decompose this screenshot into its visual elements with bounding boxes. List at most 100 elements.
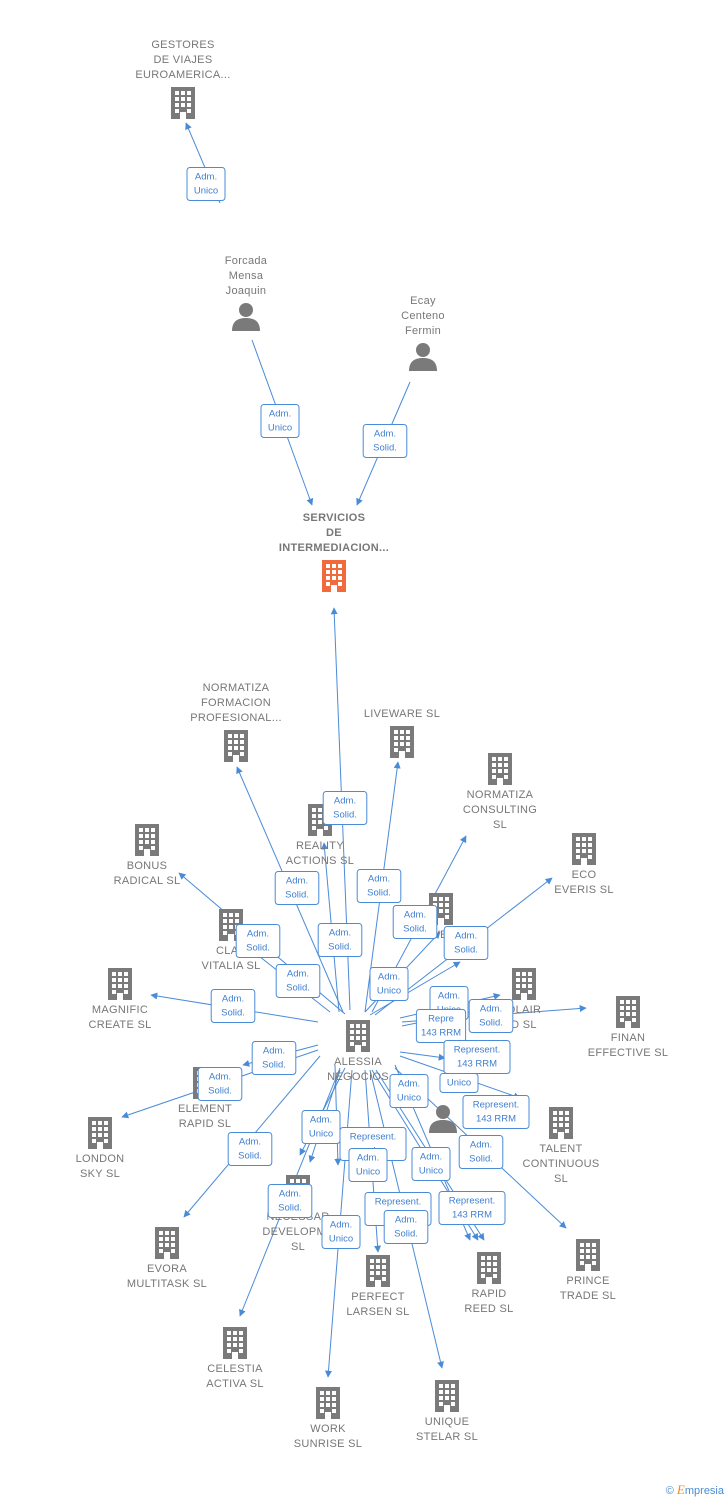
building-icon <box>435 1380 459 1412</box>
badge-text: Adm. <box>263 1046 285 1057</box>
relation-badge[interactable]: Adm.Solid. <box>235 924 281 958</box>
node-label: BONUS <box>127 860 168 872</box>
badge-text: Unico <box>268 423 292 434</box>
relation-badge[interactable]: Adm.Unico <box>260 404 300 438</box>
building-icon <box>477 1252 501 1284</box>
badge-text: Solid. <box>333 810 357 821</box>
empresia-logo-text: mpresia <box>684 1485 724 1497</box>
relation-badge[interactable]: Adm.Unico <box>369 967 409 1001</box>
relation-badge[interactable]: Adm.Solid. <box>468 999 514 1033</box>
node-label: ALESSIA <box>334 1056 382 1068</box>
relation-badge[interactable]: Adm.Solid. <box>274 871 320 905</box>
node-label: REALITY <box>296 840 344 852</box>
node-label: RAPID SL <box>179 1118 232 1130</box>
node-label: ELEMENT <box>178 1103 232 1115</box>
node-label: PRINCE <box>566 1275 609 1287</box>
relation-badge[interactable]: Adm.Unico <box>186 167 226 201</box>
node-label: OLAIR <box>507 1004 542 1016</box>
badge-box <box>369 967 409 1001</box>
badge-text: Adm. <box>398 1079 420 1090</box>
relation-badge[interactable]: Adm.Solid. <box>317 923 363 957</box>
node-label: Joaquin <box>226 285 267 297</box>
node-element[interactable]: ELEMENT RAPID SL <box>178 1067 232 1130</box>
empresia-watermark[interactable]: © Empresia <box>666 1482 724 1498</box>
badge-box <box>260 404 300 438</box>
building-icon <box>616 996 640 1028</box>
badge-box <box>383 1210 429 1244</box>
badge-text: Adm. <box>455 931 477 942</box>
building-icon <box>346 1020 370 1052</box>
building-icon <box>366 1255 390 1287</box>
relation-badge[interactable]: Adm.Unico <box>389 1074 429 1108</box>
relation-badge[interactable]: Adm.Solid. <box>267 1184 313 1218</box>
relation-badge[interactable]: Adm.Solid. <box>392 905 438 939</box>
node-label: Ecay <box>410 295 436 307</box>
relation-badge[interactable]: Adm.Solid. <box>197 1067 243 1101</box>
badge-text: Adm. <box>310 1115 332 1126</box>
badge-box <box>458 1135 504 1169</box>
badge-text: Adm. <box>222 994 244 1005</box>
relation-badge[interactable]: Adm.Solid. <box>227 1132 273 1166</box>
person-icon <box>429 1105 457 1133</box>
badge-box <box>438 1191 506 1225</box>
badge-box <box>462 1095 530 1129</box>
badge-box <box>267 1184 313 1218</box>
badge-text: Solid. <box>286 983 310 994</box>
relation-badge[interactable]: Adm.Unico <box>411 1147 451 1181</box>
node-label: DEVELOPME <box>262 1226 333 1238</box>
relation-badge[interactable]: Adm.Solid. <box>210 989 256 1023</box>
relation-badge[interactable]: Adm.Solid. <box>383 1210 429 1244</box>
relation-badge[interactable]: Represent.143 RRM <box>438 1191 506 1225</box>
relation-badge[interactable]: Adm.Unico <box>301 1110 341 1144</box>
node-label: EFFECTIVE SL <box>588 1047 669 1059</box>
badge-box <box>186 167 226 201</box>
relation-badge[interactable]: Adm.Solid. <box>356 869 402 903</box>
badge-box <box>235 924 281 958</box>
relation-badge[interactable]: Adm.Solid. <box>275 964 321 998</box>
node-label: Centeno <box>401 310 445 322</box>
node-label: ECO <box>572 869 597 881</box>
node-servicios[interactable]: SERVICIOSDEINTERMEDIACION... <box>279 512 389 592</box>
node-label: PERFECT <box>351 1291 404 1303</box>
badge-text: Solid. <box>238 1151 262 1162</box>
relation-badge[interactable]: Adm.Unico <box>348 1148 388 1182</box>
relation-badge[interactable]: Adm.Unico <box>321 1215 361 1249</box>
relation-badge[interactable]: Adm.Solid. <box>458 1135 504 1169</box>
relation-badge[interactable]: Adm.Solid. <box>362 424 408 458</box>
relation-badge[interactable]: Represent.143 RRM <box>462 1095 530 1129</box>
node-normatiza-form[interactable]: NORMATIZAFORMACIONPROFESIONAL... <box>190 682 282 762</box>
relation-badge[interactable]: Adm.Solid. <box>443 926 489 960</box>
badge-text: Solid. <box>373 443 397 454</box>
building-icon <box>224 730 248 762</box>
relation-badge[interactable]: Unico <box>439 1073 479 1093</box>
node-person2[interactable] <box>429 1105 457 1133</box>
badge-text: Solid. <box>262 1060 286 1071</box>
relation-badge[interactable]: Represent.143 RRM <box>443 1040 511 1074</box>
node-liveware[interactable]: LIVEWARE SL <box>364 708 440 758</box>
building-icon <box>223 1327 247 1359</box>
relation-badge[interactable]: Adm. Solid. <box>251 1041 297 1075</box>
relation-badge[interactable]: Adm.Solid. <box>322 791 368 825</box>
